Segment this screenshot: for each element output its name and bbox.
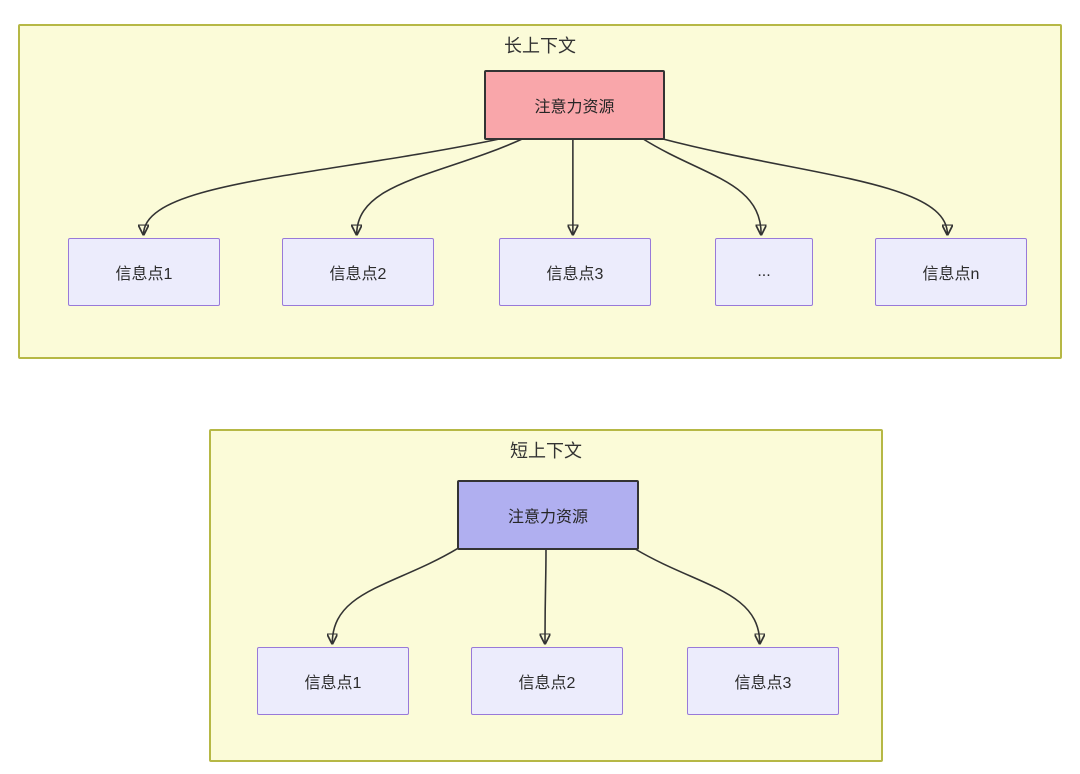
arrow-connector: [642, 137, 762, 235]
arrow-connector: [357, 137, 524, 235]
info-node-label: 信息点2: [518, 675, 576, 692]
long-info-node-1: 信息点1: [68, 238, 220, 306]
info-node-label: 信息点1: [115, 266, 173, 283]
long-info-node-ellipsis: ...: [715, 238, 813, 306]
short-context-title: 短上下文: [510, 441, 582, 461]
info-node-label: 信息点3: [734, 675, 792, 692]
short-context-panel: 短上下文 注意力资源 信息点1 信息点2 信息点3: [209, 429, 883, 762]
arrow-connector: [634, 547, 759, 644]
short-info-node-1: 信息点1: [257, 647, 409, 715]
short-info-node-3: 信息点3: [687, 647, 839, 715]
info-node-label: 信息点1: [304, 675, 362, 692]
info-node-label: ...: [757, 263, 771, 280]
arrow-connector: [332, 547, 458, 644]
short-attention-node: 注意力资源: [457, 480, 639, 550]
long-context-arrows-layer: [20, 137, 1060, 357]
arrow-connector: [545, 548, 546, 644]
long-attention-label: 注意力资源: [534, 99, 615, 116]
long-context-panel: 长上下文 注意力资源 信息点1 信息点2 信息点3 ... 信息点n: [18, 24, 1062, 359]
long-context-title: 长上下文: [504, 36, 576, 56]
short-info-node-2: 信息点2: [471, 647, 623, 715]
info-node-label: 信息点3: [546, 266, 604, 283]
long-info-node-n: 信息点n: [875, 238, 1027, 306]
arrow-connector: [661, 137, 948, 235]
info-node-label: 信息点n: [922, 266, 980, 283]
info-node-label: 信息点2: [329, 266, 387, 283]
short-attention-label: 注意力资源: [507, 509, 588, 526]
long-attention-node: 注意力资源: [484, 70, 665, 140]
arrow-connector: [144, 137, 502, 235]
short-context-arrows-layer: [211, 547, 881, 760]
long-info-node-2: 信息点2: [282, 238, 434, 306]
long-info-node-3: 信息点3: [499, 238, 651, 306]
